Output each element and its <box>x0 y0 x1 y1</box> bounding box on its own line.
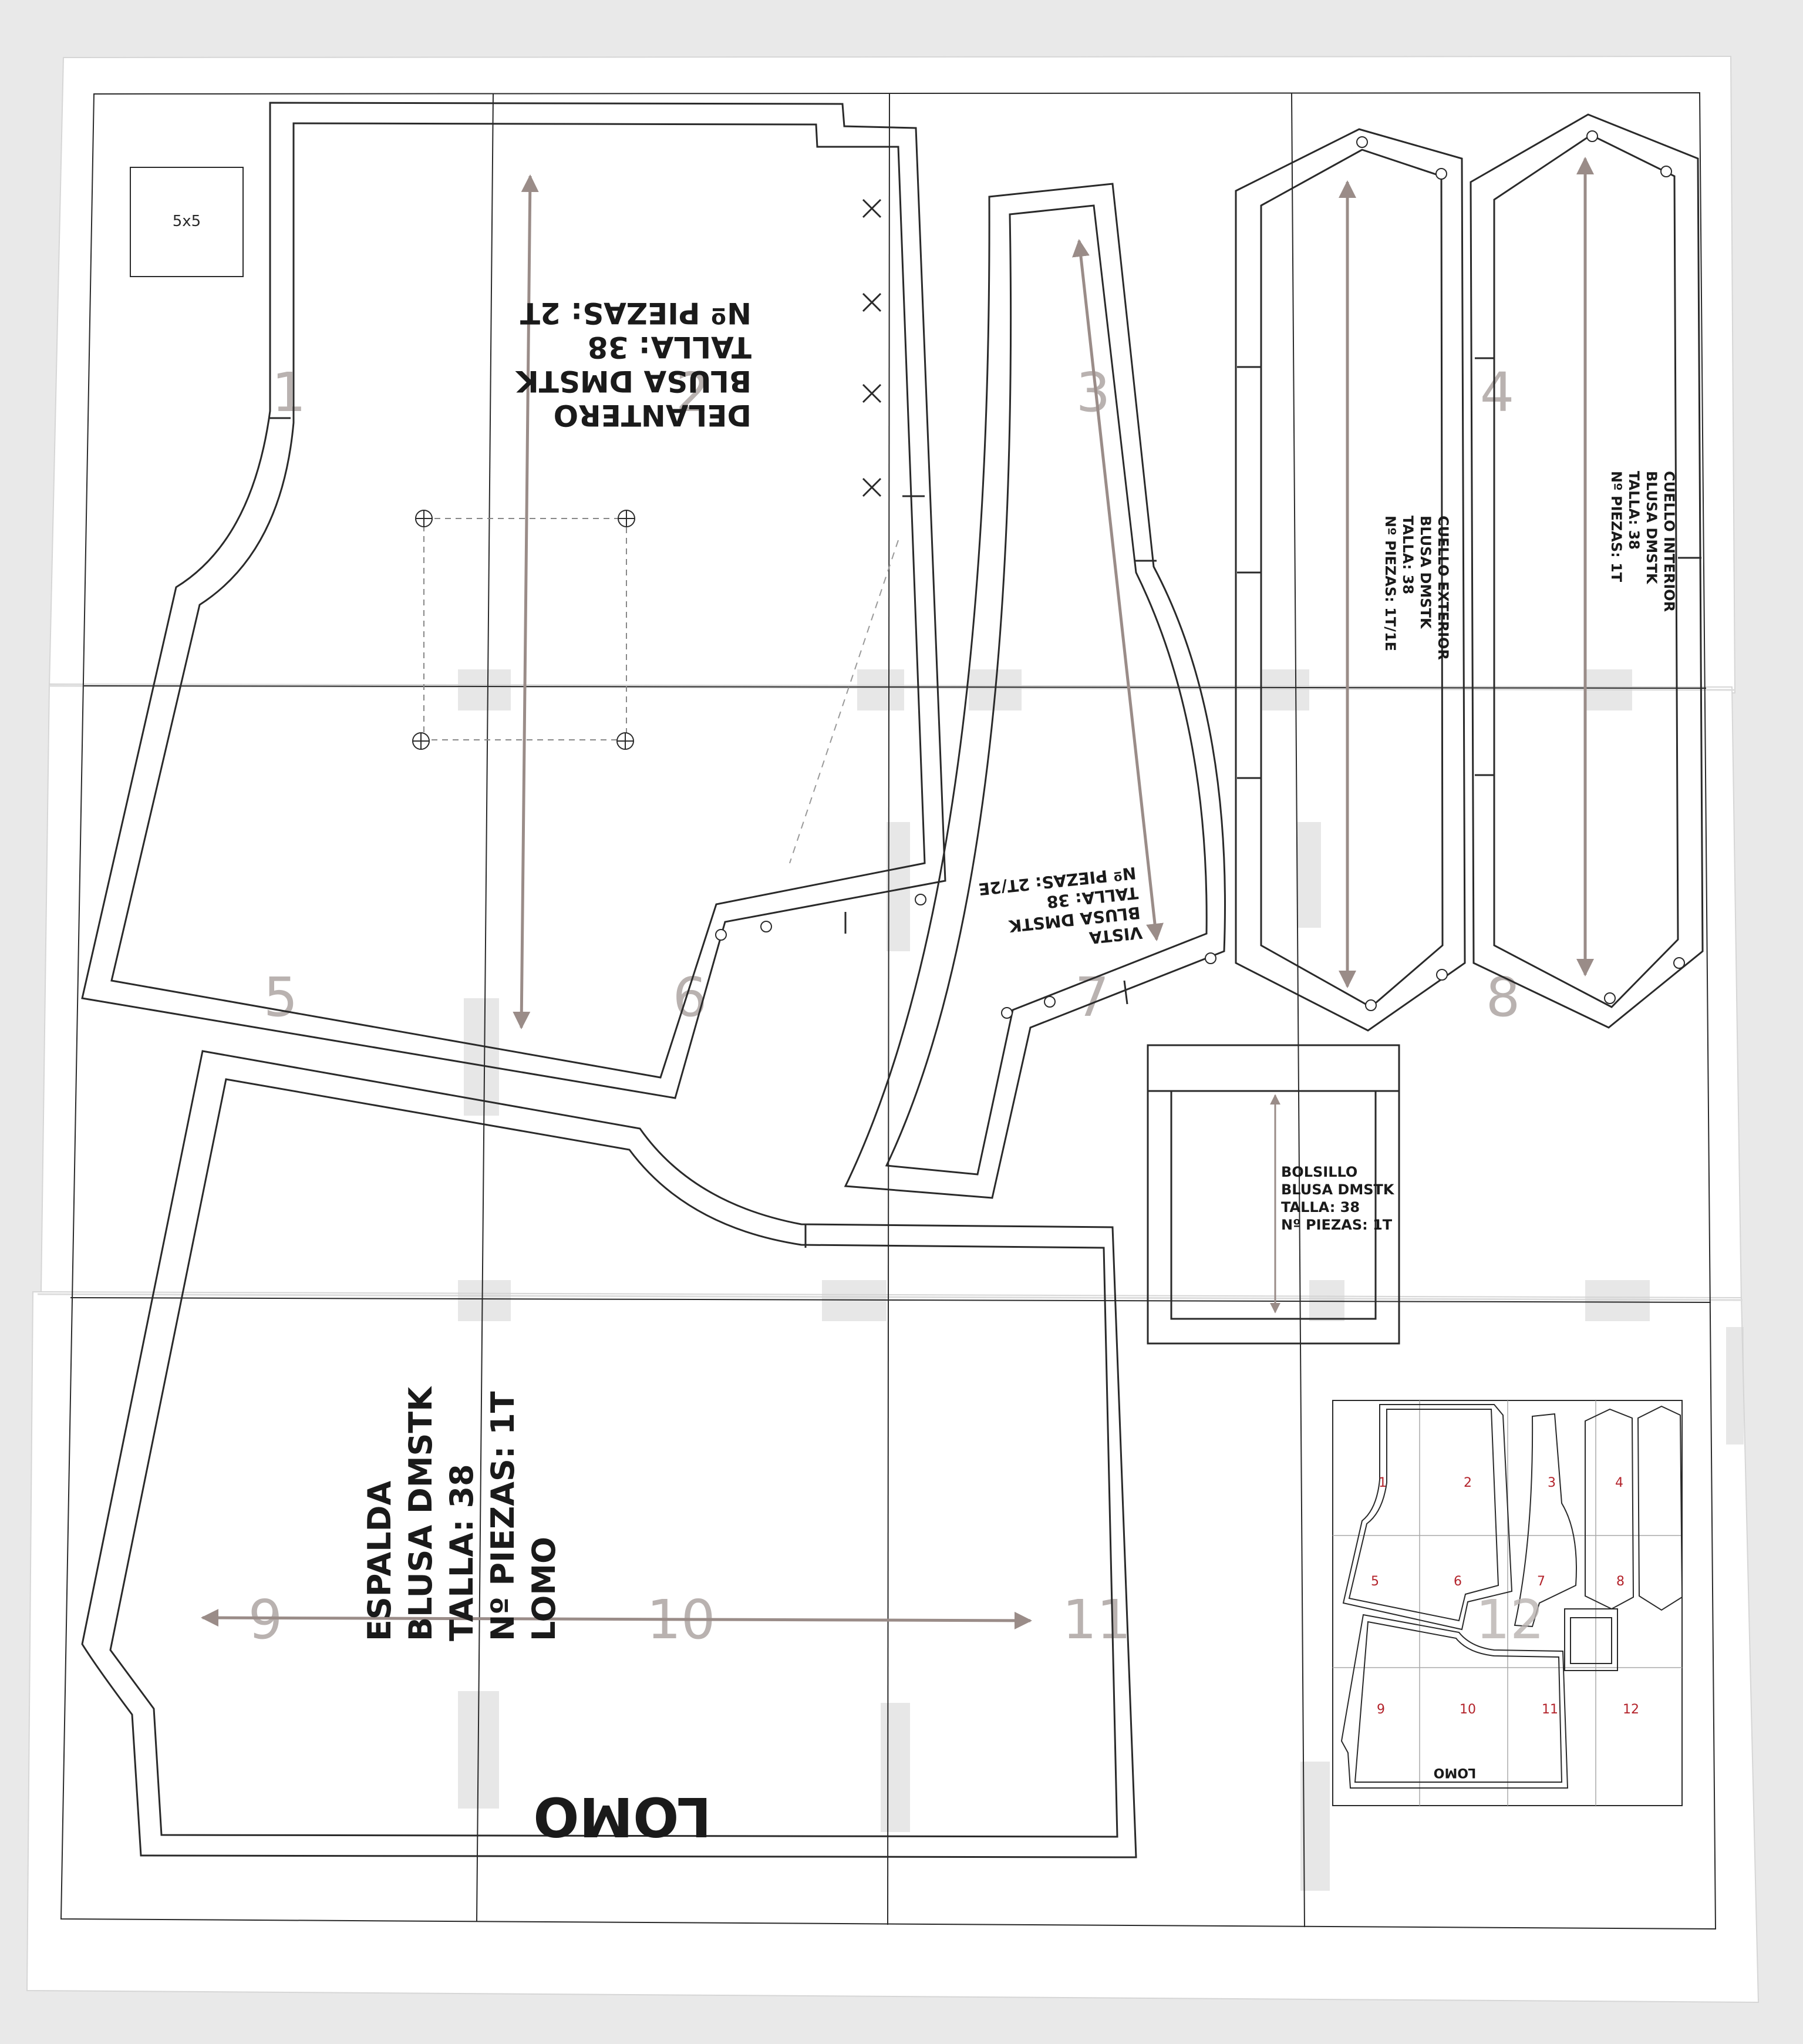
back-label-line4: Nº PIEZAS: 1T <box>484 1391 521 1641</box>
back-grainline <box>201 1609 1032 1629</box>
mini-number-3: 3 <box>1548 1476 1556 1490</box>
pocket-label: BOLSILLO BLUSA DMSTK TALLA: 38 Nº PIEZAS… <box>1281 1164 1395 1233</box>
collar-interior-notches <box>1586 130 1685 1004</box>
tile-number-11: 11 <box>1062 1588 1131 1651</box>
fold-line-label: LOMO <box>533 1785 711 1848</box>
collar-interior-label-line2: BLUSA DMSTK <box>1643 471 1660 585</box>
tile-number-12: 12 <box>1475 1588 1544 1651</box>
tile-number-6: 6 <box>673 966 707 1029</box>
mini-number-12: 12 <box>1623 1702 1639 1717</box>
front-piece <box>81 102 946 1099</box>
facing-notches <box>1001 952 1216 1019</box>
mini-number-1: 1 <box>1379 1476 1387 1490</box>
collar-exterior-label: CUELLO EXTERIOR BLUSA DMSTK TALLA: 38 Nº… <box>1382 516 1451 660</box>
facing-grainline <box>1072 239 1164 941</box>
back-label-line2: BLUSA DMSTK <box>402 1386 439 1641</box>
collar-exterior-label-line4: Nº PIEZAS: 1T/1E <box>1382 516 1398 651</box>
tile-number-9: 9 <box>248 1588 283 1651</box>
collar-interior-label: CUELLO INTERIOR BLUSA DMSTK TALLA: 38 Nº… <box>1608 471 1677 612</box>
tile-number-7: 7 <box>1075 966 1110 1029</box>
front-notches <box>715 894 926 941</box>
back-label-line5: LOMO <box>525 1537 562 1641</box>
mini-number-5: 5 <box>1371 1574 1379 1589</box>
back-piece <box>81 1050 1137 1858</box>
front-label-line3: TALLA: 38 <box>588 330 751 364</box>
mini-number-4: 4 <box>1615 1476 1623 1490</box>
front-label-line2: BLUSA DMSTK <box>515 364 751 398</box>
collar-exterior-label-line2: BLUSA DMSTK <box>1417 516 1434 629</box>
pocket-label-line2: BLUSA DMSTK <box>1281 1181 1395 1198</box>
tile-number-8: 8 <box>1486 966 1521 1029</box>
mini-number-11: 11 <box>1542 1702 1558 1717</box>
mini-number-8: 8 <box>1616 1574 1625 1589</box>
button-marks <box>862 198 882 497</box>
back-label-line1: ESPALDA <box>361 1481 398 1641</box>
collar-exterior-notches <box>1356 136 1448 1011</box>
tile-number-2: 2 <box>676 361 710 424</box>
mini-number-7: 7 <box>1537 1574 1545 1589</box>
pocket-label-line1: BOLSILLO <box>1281 1164 1357 1180</box>
mini-number-9: 9 <box>1377 1702 1385 1717</box>
collar-interior-label-line3: TALLA: 38 <box>1626 471 1642 550</box>
back-label-line3: TALLA: 38 <box>443 1464 480 1641</box>
front-label-line1: DELANTERO <box>554 398 751 432</box>
front-label-line4: Nº PIEZAS: 2T <box>520 296 751 330</box>
pocket-piece <box>1147 1044 1400 1345</box>
pocket-label-line3: TALLA: 38 <box>1281 1199 1360 1215</box>
mini-number-6: 6 <box>1454 1574 1462 1589</box>
collar-exterior-label-line3: TALLA: 38 <box>1400 516 1416 594</box>
front-extension-dashed <box>789 540 899 864</box>
layout-mini-map: 1 2 3 4 5 6 7 8 9 10 11 12 LOMO <box>1332 1400 1683 1806</box>
mini-fold-label: LOMO <box>1434 1765 1477 1780</box>
placement-targets <box>412 510 635 750</box>
collar-interior-label-line1: CUELLO INTERIOR <box>1661 471 1677 612</box>
tile-number-1: 1 <box>272 361 306 424</box>
test-square-label: 5x5 <box>173 213 201 230</box>
collar-exterior-label-line1: CUELLO EXTERIOR <box>1435 516 1451 660</box>
test-square: 5x5 <box>130 167 244 277</box>
mini-number-2: 2 <box>1464 1476 1472 1490</box>
collar-exterior-piece <box>1235 128 1466 1032</box>
back-label: ESPALDA BLUSA DMSTK TALLA: 38 Nº PIEZAS:… <box>361 1386 562 1641</box>
collar-interior-label-line4: Nº PIEZAS: 1T <box>1608 471 1625 582</box>
mini-number-10: 10 <box>1460 1702 1476 1717</box>
pocket-label-line4: Nº PIEZAS: 1T <box>1281 1217 1393 1233</box>
tile-number-5: 5 <box>264 966 298 1029</box>
tile-number-4: 4 <box>1480 361 1515 424</box>
front-grainline <box>513 174 539 1029</box>
front-label: DELANTERO BLUSA DMSTK TALLA: 38 Nº PIEZA… <box>515 296 751 432</box>
